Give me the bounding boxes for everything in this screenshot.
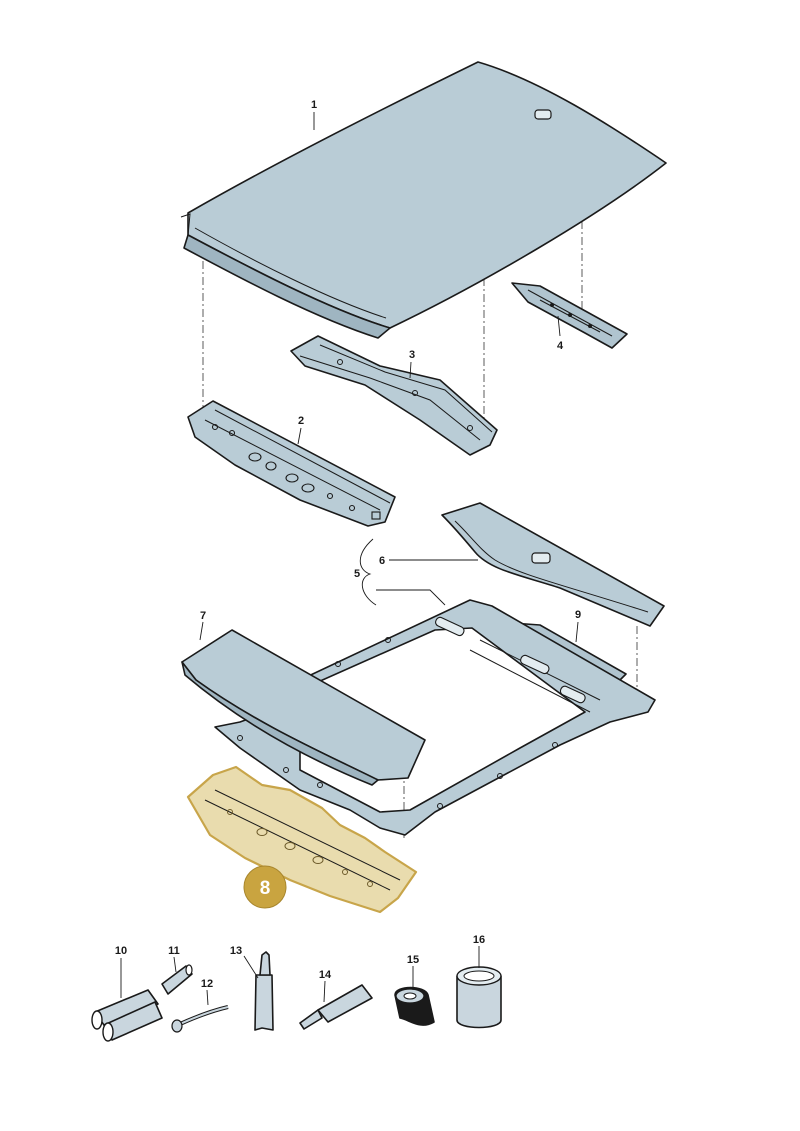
leader-lines <box>120 112 579 1006</box>
alignment-lines <box>202 205 638 838</box>
part-10-connector-sleeve[interactable] <box>91 989 163 1042</box>
roof-reinforcement-panel[interactable] <box>441 502 665 627</box>
front-roof-header[interactable] <box>181 629 426 786</box>
roof-panel[interactable] <box>180 61 667 339</box>
label-part-10: 10 <box>115 945 127 957</box>
part-16-sealant-can[interactable] <box>456 966 502 1029</box>
highlight-badge-part-8[interactable]: 8 <box>243 865 287 909</box>
label-part-5: 5 <box>354 568 360 580</box>
part-15-sealing-tape-roll[interactable] <box>394 986 435 1026</box>
part-labels: 1 2 3 4 5 6 7 9 10 11 12 13 14 15 16 <box>115 99 581 990</box>
bracket-right-upper[interactable] <box>511 282 628 349</box>
roof-frame[interactable] <box>214 599 656 836</box>
part-11-plug[interactable] <box>161 964 193 995</box>
part-14-adhesive-tube[interactable] <box>299 984 373 1030</box>
label-part-13: 13 <box>230 945 242 957</box>
label-part-6: 6 <box>379 555 385 567</box>
part-13-sealant-tube[interactable] <box>254 951 274 1031</box>
label-part-15: 15 <box>407 954 419 966</box>
label-part-2: 2 <box>298 415 304 427</box>
label-part-16: 16 <box>473 934 485 946</box>
label-part-1: 1 <box>311 99 317 111</box>
label-part-3: 3 <box>409 349 415 361</box>
label-part-12: 12 <box>201 978 213 990</box>
roof-frame-bracket[interactable] <box>187 400 396 527</box>
label-part-11: 11 <box>168 945 180 957</box>
part-12-drain-hose[interactable] <box>171 1005 229 1033</box>
label-part-4: 4 <box>557 340 564 352</box>
label-part-9: 9 <box>575 609 581 621</box>
label-part-8: 8 <box>260 878 271 899</box>
label-part-7: 7 <box>200 610 206 622</box>
roof-cross-member[interactable] <box>290 335 498 456</box>
label-part-14: 14 <box>319 969 332 981</box>
